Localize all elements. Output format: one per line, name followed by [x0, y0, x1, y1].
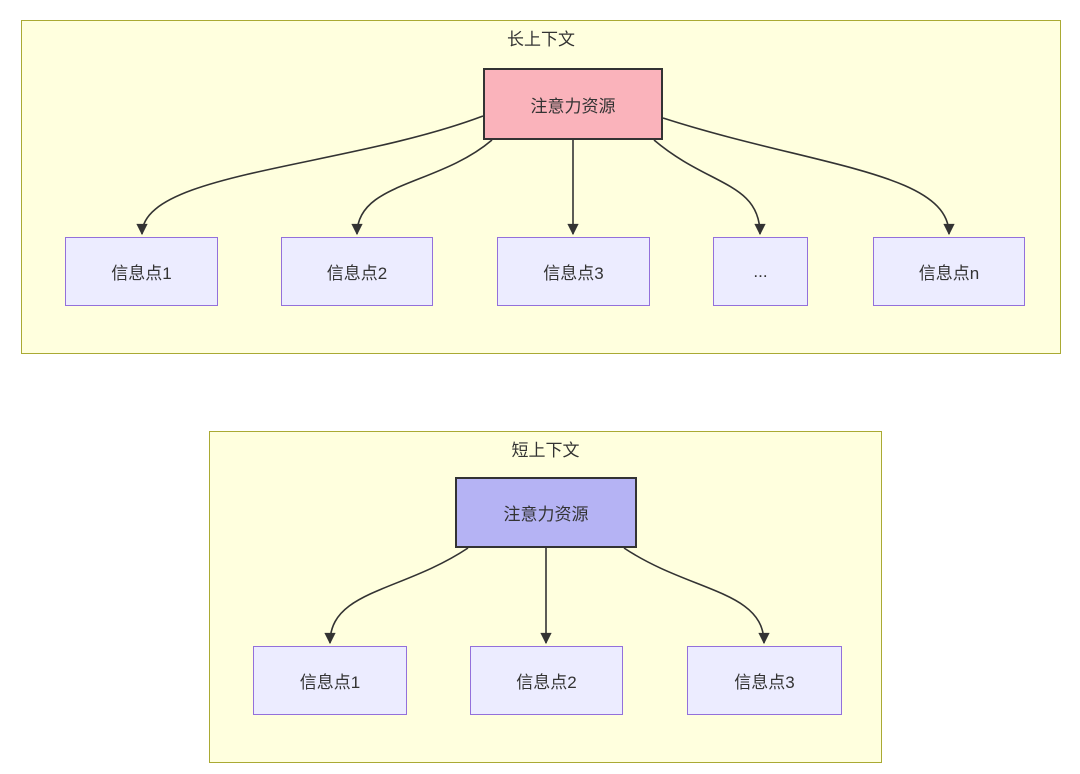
info-point-node: 信息点3 — [497, 237, 650, 306]
attention-resource-node-short: 注意力资源 — [455, 477, 637, 548]
info-point-node: 信息点2 — [470, 646, 623, 715]
long-context-title: 长上下文 — [507, 30, 575, 49]
info-point-node: 信息点1 — [65, 237, 218, 306]
ellipsis-node: ... — [713, 237, 808, 306]
info-point-node: 信息点2 — [281, 237, 433, 306]
info-point-node: 信息点3 — [687, 646, 842, 715]
info-point-node: 信息点n — [873, 237, 1025, 306]
info-point-node: 信息点1 — [253, 646, 407, 715]
attention-resource-node-long: 注意力资源 — [483, 68, 663, 140]
short-context-title: 短上下文 — [511, 441, 580, 460]
